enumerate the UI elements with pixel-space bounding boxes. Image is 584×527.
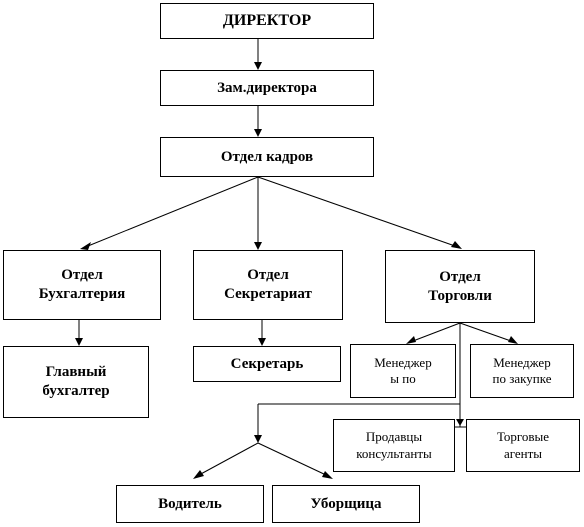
arrowhead <box>254 129 262 137</box>
arrowhead <box>322 471 333 479</box>
sales-consultants-box: Продавцы консультанты <box>333 419 455 472</box>
connector-trade-manager1 <box>412 322 461 342</box>
connector-hr-trade <box>257 176 456 247</box>
arrowhead <box>254 435 262 443</box>
trade-agents-box: Торговые агенты <box>466 419 580 472</box>
secretary-box: Секретарь <box>193 346 341 382</box>
hr-department-box: Отдел кадров <box>160 137 374 177</box>
trade-department-box: Отдел Торговли <box>385 250 535 323</box>
connector-hr-accounting <box>87 176 259 247</box>
arrowhead <box>75 338 83 346</box>
accounting-department-box: Отдел Бухгалтерия <box>3 250 161 320</box>
arrowhead <box>451 241 462 249</box>
arrowhead <box>258 338 266 346</box>
arrowhead <box>456 419 464 426</box>
connector-to-cleaner <box>257 442 327 476</box>
connector-trade-manager2 <box>459 322 512 342</box>
manager-1-box: Менеджер ы по <box>350 344 456 398</box>
chief-accountant-box: Главный бухгалтер <box>3 346 149 418</box>
driver-box: Водитель <box>116 485 264 523</box>
manager-purchasing-box: Менеджер по закупке <box>470 344 574 398</box>
arrowhead <box>508 336 518 344</box>
arrowhead <box>254 242 262 250</box>
deputy-director-box: Зам.директора <box>160 70 374 106</box>
connector-to-driver <box>198 442 259 476</box>
director-box: ДИРЕКТОР <box>160 3 374 39</box>
secretariat-department-box: Отдел Секретариат <box>193 250 343 320</box>
arrowhead <box>193 470 204 479</box>
arrowhead <box>80 242 91 250</box>
cleaner-box: Уборщица <box>272 485 420 523</box>
arrowhead <box>254 62 262 70</box>
arrowhead <box>406 336 416 344</box>
